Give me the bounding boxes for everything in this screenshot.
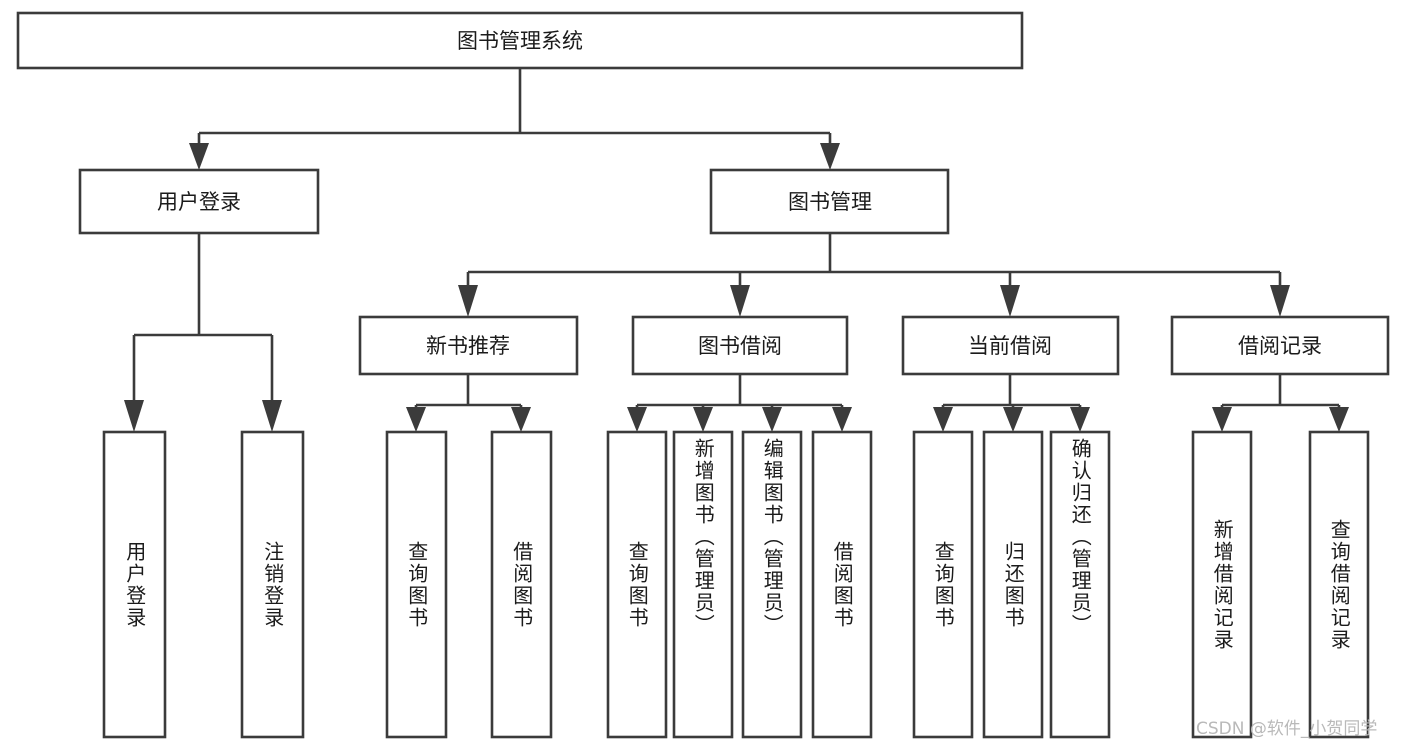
arrow-bm-c2 xyxy=(730,285,750,317)
node-borrow-record[interactable]: 借阅记录 xyxy=(1170,315,1390,376)
node-new-book-recommend-label: 新书推荐 xyxy=(426,334,510,358)
leaf-box-query-book-1[interactable] xyxy=(385,430,448,739)
node-user-login-label: 用户登录 xyxy=(157,190,241,214)
node-book-management-label: 图书管理 xyxy=(788,190,872,214)
arrow-root-to-bookmgmt xyxy=(820,143,840,170)
node-current-borrow[interactable]: 当前借阅 xyxy=(901,315,1120,376)
connector-group-bookmgmt xyxy=(458,233,1290,317)
arrow-login-l2 xyxy=(262,400,282,432)
leaf-box-edit-book-admin[interactable] xyxy=(741,430,803,739)
leaf-box-add-book-admin[interactable] xyxy=(672,430,734,739)
node-book-borrow[interactable]: 图书借阅 xyxy=(631,315,849,376)
connector-group-newbook xyxy=(406,374,531,432)
arrow-cu-l2 xyxy=(1003,407,1023,432)
leaf-box-borrow-book-1[interactable] xyxy=(490,430,553,739)
arrow-bm-c3 xyxy=(1000,285,1020,317)
connector-group-current xyxy=(933,374,1090,432)
leaf-box-query-book-2[interactable] xyxy=(606,430,668,739)
node-book-borrow-label: 图书借阅 xyxy=(698,334,782,358)
arrow-root-to-login xyxy=(189,143,209,170)
node-book-management-box[interactable] xyxy=(709,168,950,235)
leaf-box-query-borrow-record[interactable] xyxy=(1308,430,1370,739)
arrow-login-l1 xyxy=(124,400,144,432)
watermark-text: CSDN @软件_小贺同学 xyxy=(1196,719,1378,739)
leaf-box-user-login[interactable] xyxy=(102,430,167,739)
arrow-br-l3 xyxy=(762,407,782,432)
leaf-box-borrow-book-2[interactable] xyxy=(811,430,873,739)
arrow-rc-l2 xyxy=(1329,407,1349,432)
node-new-book-recommend-box[interactable] xyxy=(358,315,579,376)
arrow-bm-c4 xyxy=(1270,285,1290,317)
leaf-box-query-book-3[interactable] xyxy=(912,430,974,739)
arrow-cu-l3 xyxy=(1070,407,1090,432)
arrow-br-l4 xyxy=(832,407,852,432)
node-root[interactable]: 图书管理系统 xyxy=(16,11,1024,70)
arrow-bm-c1 xyxy=(458,285,478,317)
node-borrow-record-label: 借阅记录 xyxy=(1238,334,1322,358)
arrow-br-l1 xyxy=(627,407,647,432)
connector-group-record xyxy=(1212,374,1349,432)
node-current-borrow-label: 当前借阅 xyxy=(968,334,1052,358)
node-book-management[interactable]: 图书管理 xyxy=(709,168,950,235)
connector-group-login xyxy=(124,233,282,432)
leaf-box-add-borrow-record[interactable] xyxy=(1191,430,1253,739)
arrow-nb-l1 xyxy=(406,407,426,432)
node-user-login-box[interactable] xyxy=(78,168,320,235)
arrow-cu-l1 xyxy=(933,407,953,432)
node-book-borrow-box[interactable] xyxy=(631,315,849,376)
connector-group-root xyxy=(189,68,840,170)
node-borrow-record-box[interactable] xyxy=(1170,315,1390,376)
node-root-box[interactable] xyxy=(16,11,1024,70)
leaf-box-confirm-return-admin[interactable] xyxy=(1049,430,1111,739)
node-root-label: 图书管理系统 xyxy=(457,29,583,53)
node-user-login[interactable]: 用户登录 xyxy=(78,168,320,235)
leaf-box-return-book[interactable] xyxy=(982,430,1044,739)
connector-group-borrow xyxy=(627,374,852,432)
leaf-box-logout[interactable] xyxy=(240,430,305,739)
arrow-br-l2 xyxy=(693,407,713,432)
node-current-borrow-box[interactable] xyxy=(901,315,1120,376)
node-new-book-recommend[interactable]: 新书推荐 xyxy=(358,315,579,376)
arrow-rc-l1 xyxy=(1212,407,1232,432)
arrow-nb-l2 xyxy=(511,407,531,432)
